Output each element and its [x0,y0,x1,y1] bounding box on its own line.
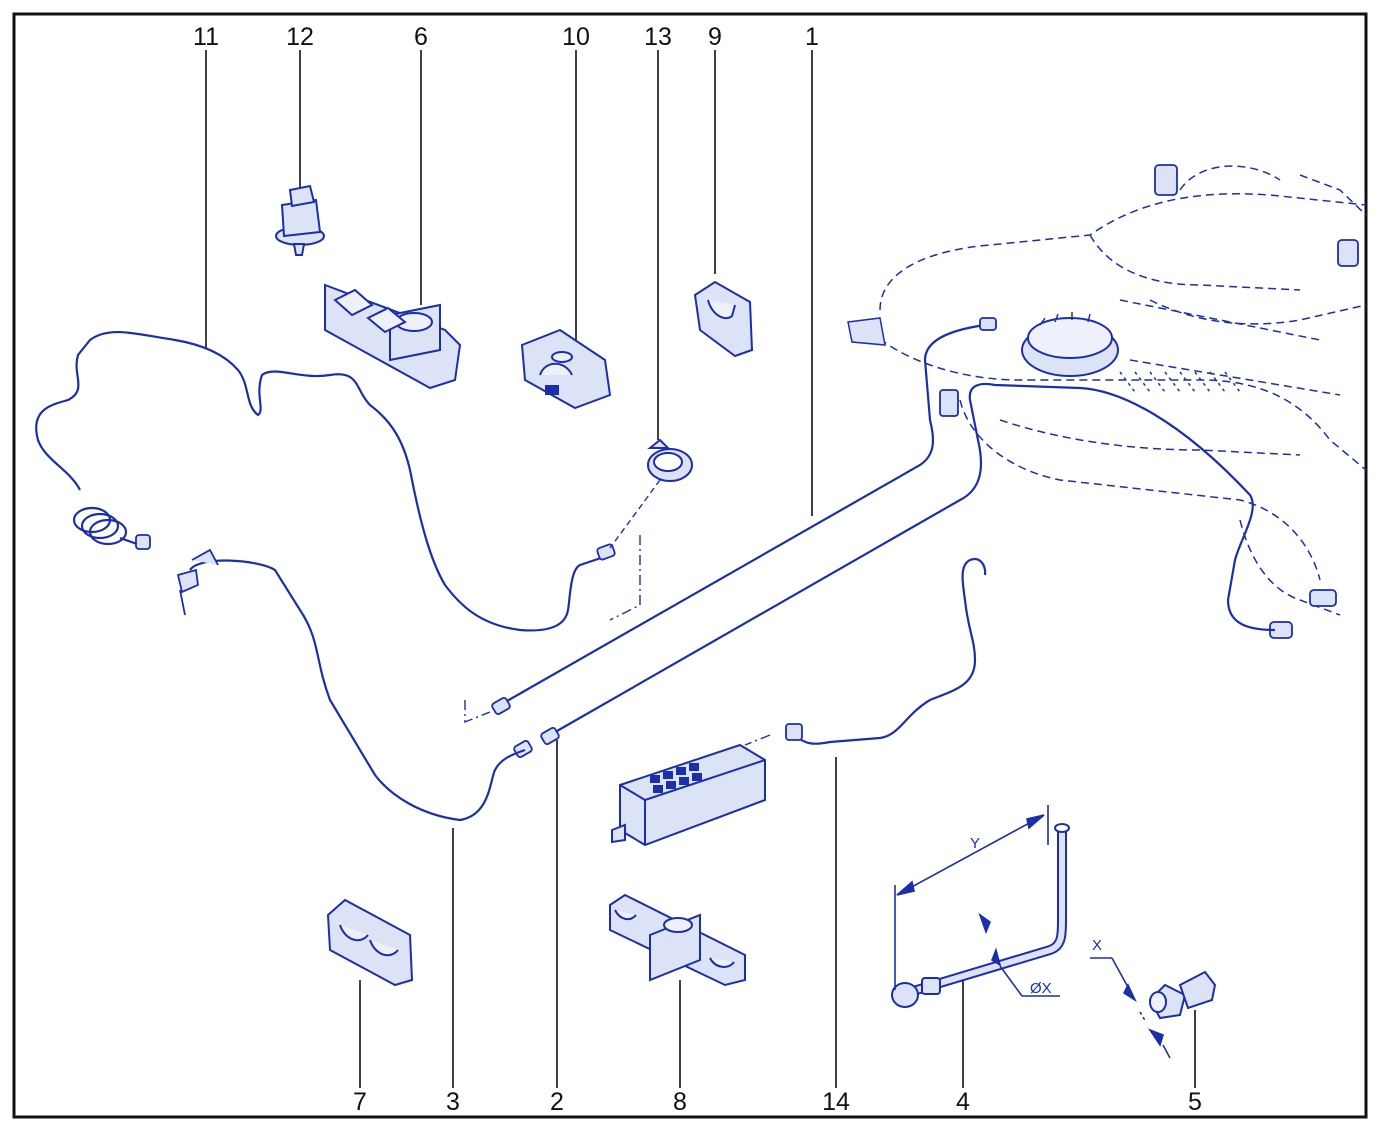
fuel-pump-cap [1021,312,1119,377]
callout-1: 1 [805,23,819,51]
pipe-3-fitting [176,548,219,616]
part-10-u-clip [520,328,612,410]
dimension-x: X [1092,937,1102,954]
part-4-dimensions [894,805,1060,997]
callout-14: 14 [822,1088,850,1116]
pipe-11-connector [596,543,616,561]
canister [611,743,766,847]
part-5-union-nut [1148,970,1217,1020]
tank-connectors [939,164,1359,639]
callout-5: 5 [1188,1088,1202,1116]
pipe-11 [35,330,611,632]
callout-2: 2 [550,1088,564,1116]
part-9-small-clip [693,280,754,358]
pipe-11-end-fitting [135,534,151,550]
callout-12: 12 [286,23,314,51]
leader-lines [205,50,1196,1088]
part-6-triple-clip [324,283,462,390]
callout-3: 3 [446,1088,460,1116]
pipe-1-connectors [491,317,997,758]
part-5-dimension [1090,957,1171,1059]
pipe-11-coil [72,506,141,547]
callout-9: 9 [708,23,722,51]
callout-7: 7 [353,1088,367,1116]
pipe-14-connector [785,723,803,741]
dimension-dia-x: ØX [1030,980,1052,997]
dimension-y: Y [970,835,980,852]
callout-13: 13 [644,23,672,51]
part-13-hose-clamp [647,438,693,482]
callout-8: 8 [673,1088,687,1116]
clip-13-guide [609,479,661,549]
part-12-push-clip [275,184,325,256]
construction-lines [464,535,771,746]
pipe-3 [189,559,526,822]
pipe-14 [794,557,987,745]
tank-flange [847,317,886,346]
part-8-clip [609,893,746,987]
callout-4: 4 [956,1088,970,1116]
callout-10: 10 [562,23,590,51]
part-4-pipe-section [891,823,1070,1008]
diagram-frame [12,12,1368,1119]
pipe-1 [499,323,1276,736]
callout-11: 11 [193,23,219,51]
callout-6: 6 [414,23,428,51]
fuel-tank [869,165,1367,616]
part-7-double-clip [326,898,414,987]
